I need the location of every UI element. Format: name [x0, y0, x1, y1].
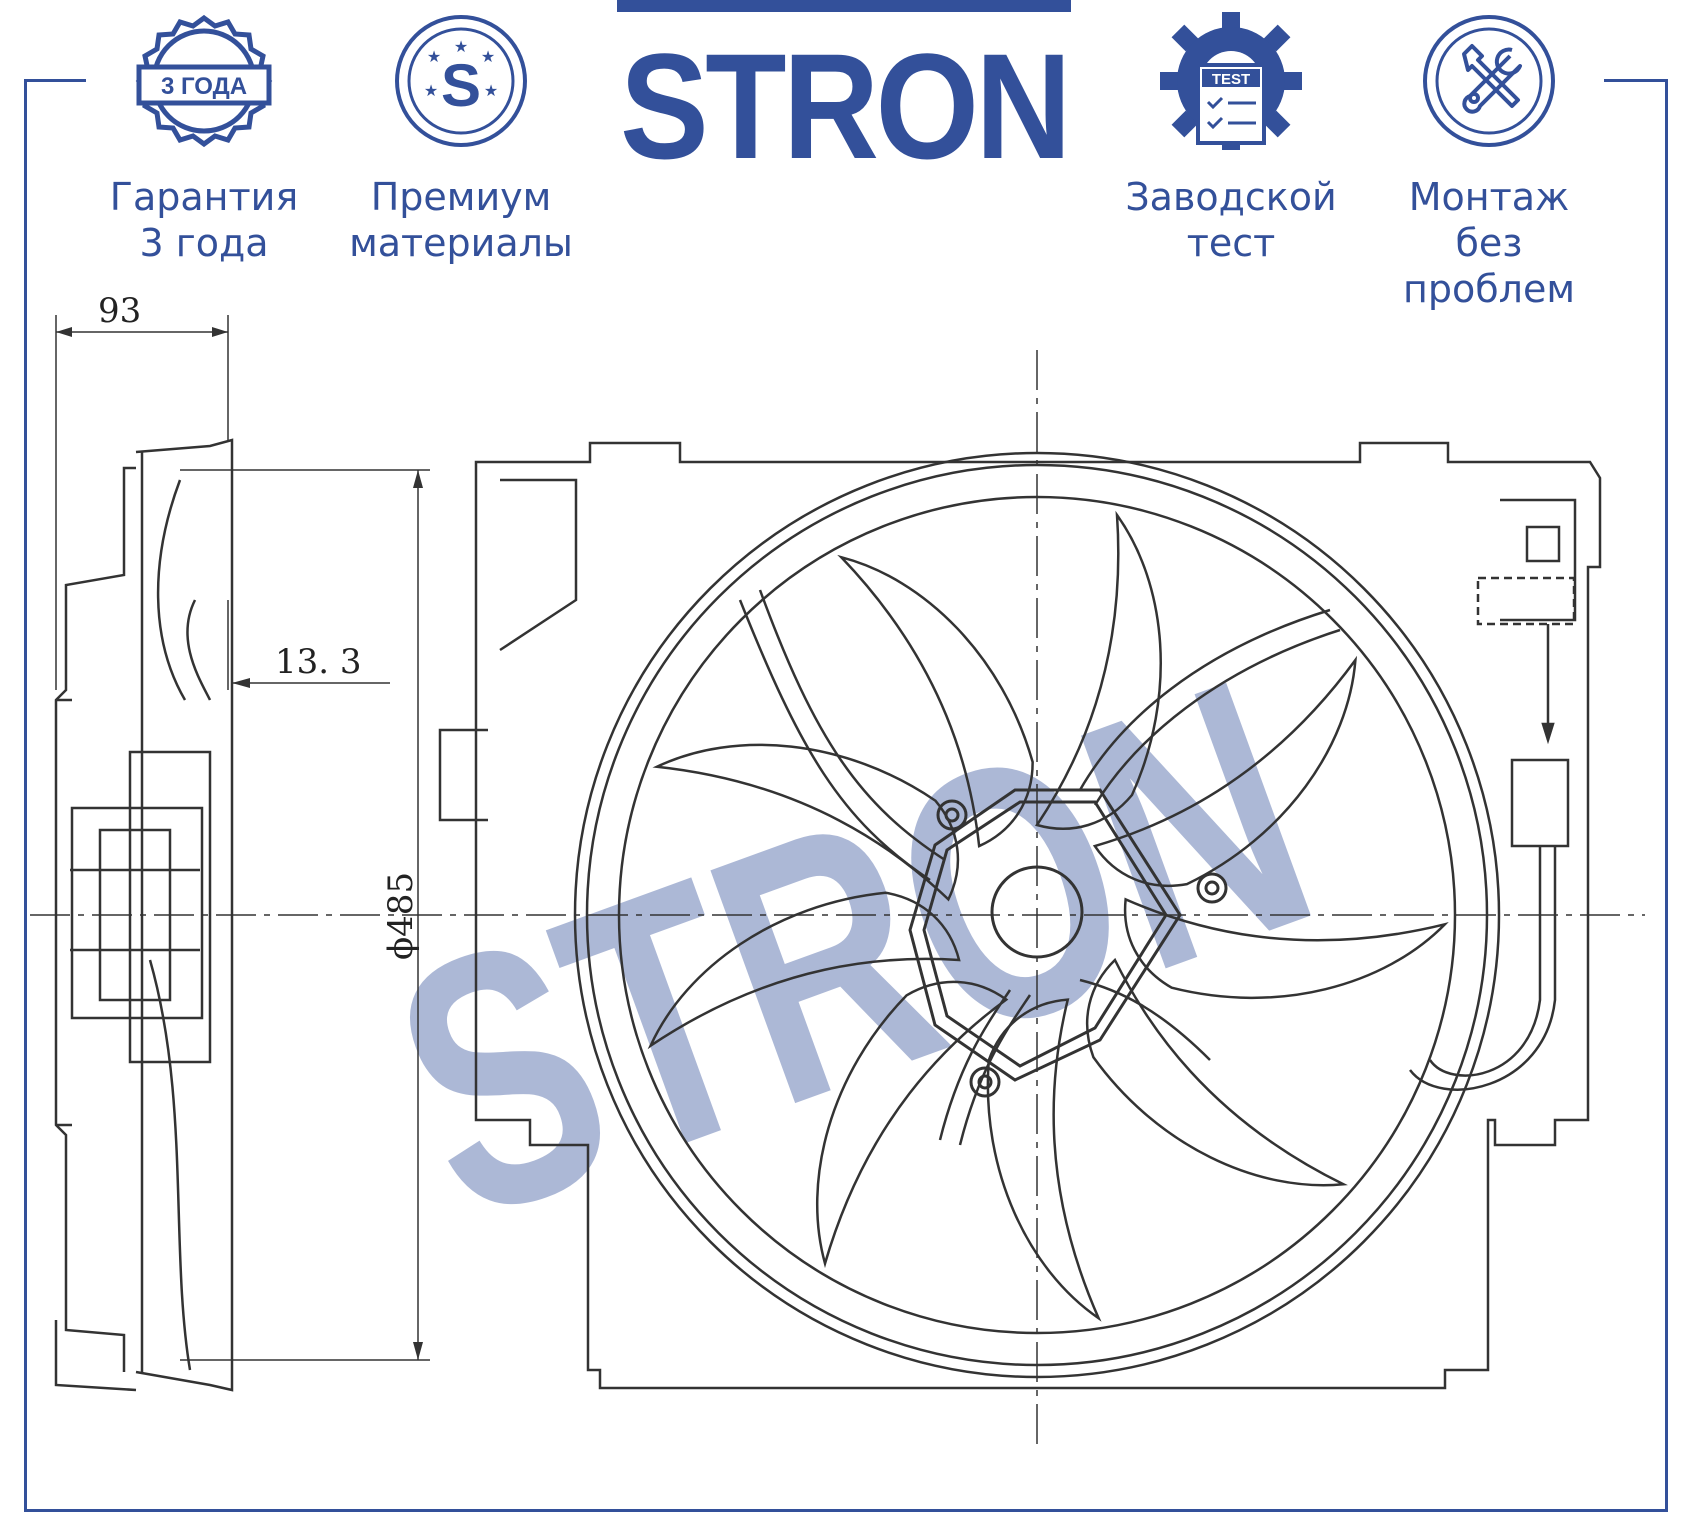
- frame-left: [24, 79, 27, 1512]
- feature-line2: без проблем: [1403, 221, 1575, 311]
- dimension-depth: 93: [98, 291, 141, 331]
- feature-factory-test: TEST Заводской тест: [1111, 10, 1351, 266]
- feature-line1: Заводской: [1125, 175, 1337, 219]
- dimension-offset: 13. 3: [275, 642, 362, 682]
- svg-text:★: ★: [454, 37, 468, 56]
- dimension-arrows: [56, 327, 423, 1360]
- fan-shroud: [438, 441, 1602, 1390]
- svg-text:S: S: [441, 52, 481, 119]
- feature-easy-install: Монтаж без проблем: [1369, 10, 1609, 312]
- svg-text:★: ★: [484, 81, 498, 100]
- fan-ring: [573, 451, 1501, 1379]
- frame-top-left: [24, 79, 86, 82]
- side-view: [54, 438, 234, 1392]
- feature-premium: ★ ★ ★ ★ ★ S Премиум материалы: [341, 10, 581, 266]
- svg-text:STRON: STRON: [620, 22, 1068, 170]
- gear-test-icon: TEST: [1160, 12, 1302, 150]
- stron-logo: STRON: [617, 0, 1071, 170]
- warranty-seal-icon: 3 ГОДА: [135, 14, 273, 148]
- premium-s-icon: ★ ★ ★ ★ ★ S: [395, 15, 527, 147]
- feature-line2: 3 года: [139, 221, 269, 265]
- svg-text:★: ★: [427, 47, 441, 66]
- svg-text:STRON: STRON: [352, 604, 1354, 1296]
- svg-text:★: ★: [424, 81, 438, 100]
- frame-top-right: [1604, 79, 1668, 82]
- feature-line1: Монтаж: [1408, 175, 1570, 219]
- feature-line1: Гарантия: [109, 175, 299, 219]
- fan-struts: [738, 589, 1341, 1146]
- dimension-diameter: ϕ485: [381, 872, 421, 960]
- motor-hub: [908, 788, 1228, 1098]
- feature-line1: Премиум: [370, 175, 552, 219]
- svg-text:★: ★: [481, 47, 495, 66]
- feature-line2: материалы: [349, 221, 573, 265]
- svg-text:TEST: TEST: [1212, 71, 1250, 88]
- watermark: STRON: [352, 604, 1354, 1296]
- feature-line2: тест: [1186, 221, 1276, 265]
- frame-bottom: [24, 1509, 1668, 1512]
- svg-text:3 ГОДА: 3 ГОДА: [161, 73, 247, 100]
- dimension-lines: [30, 315, 1645, 1450]
- feature-warranty: 3 ГОДА Гарантия 3 года: [84, 10, 324, 266]
- frame-right: [1665, 79, 1668, 1512]
- wrench-screwdriver-icon: [1423, 15, 1555, 147]
